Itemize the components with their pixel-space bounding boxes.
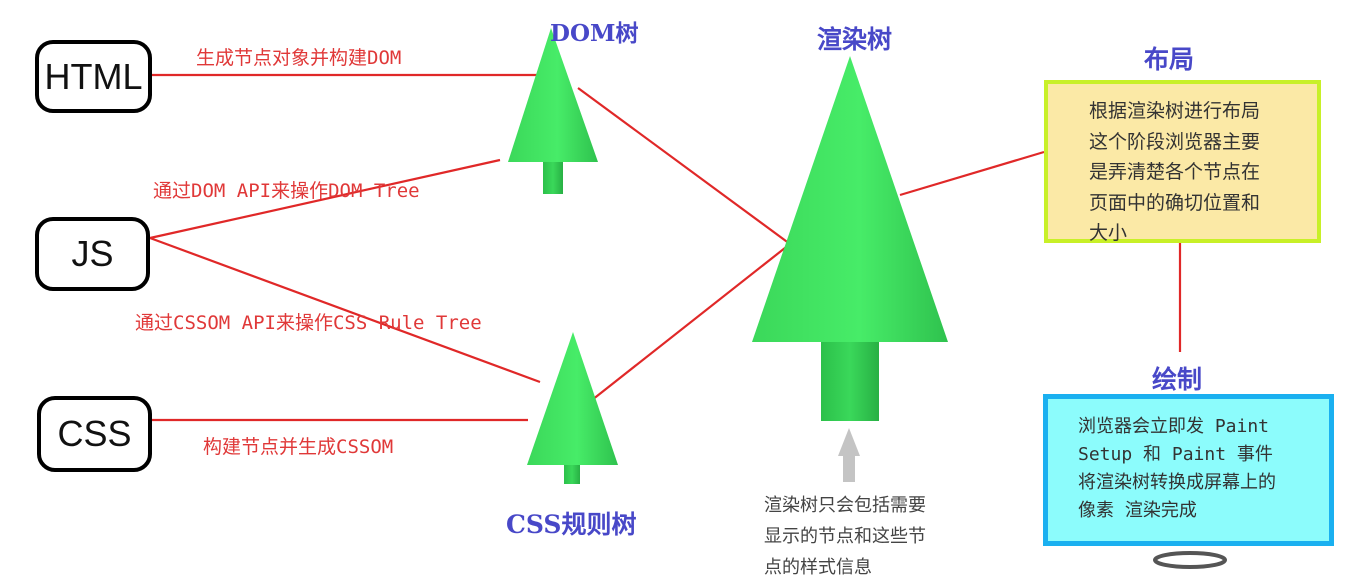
layout-title: 布局 — [1144, 45, 1195, 74]
paint-line: 浏览器会立即发 Paint — [1078, 416, 1270, 437]
render-note-line: 点的样式信息 — [764, 557, 872, 578]
js-source-box: JS — [35, 217, 150, 291]
up-arrow-icon — [838, 428, 860, 482]
html-source-box: HTML — [35, 40, 152, 113]
css-source-box: CSS — [37, 396, 152, 472]
dom-tree-title: DOM树 — [550, 20, 639, 47]
paint-box: 浏览器会立即发 Paint Setup 和 Paint 事件 将渲染树转换成屏幕… — [1043, 394, 1334, 546]
layout-line: 大小 — [1089, 222, 1128, 244]
paint-line: 像素 渲染完成 — [1078, 500, 1197, 521]
layout-line: 是弄清楚各个节点在 — [1089, 161, 1261, 183]
render-tree-icon — [752, 56, 948, 421]
css-source-label: CSS — [57, 413, 132, 454]
paint-line: 将渲染树转换成屏幕上的 — [1078, 472, 1276, 493]
js-source-label: JS — [71, 233, 114, 274]
paint-title: 绘制 — [1152, 365, 1203, 394]
html-to-dom-label: 生成节点对象并构建DOM — [196, 47, 402, 69]
edge-dom-render — [577, 87, 791, 245]
layout-box: 根据渲染树进行布局 这个阶段浏览器主要 是弄清楚各个节点在 页面中的确切位置和 … — [1044, 80, 1321, 244]
render-note-line: 渲染树只会包括需要 — [764, 495, 926, 516]
cssom-tree-title: CSS规则树 — [506, 510, 637, 539]
js-to-dom-label: 通过DOM API来操作DOM Tree — [153, 180, 420, 202]
edge-js-cssom — [149, 236, 541, 384]
edge-js-dom — [149, 158, 501, 240]
render-note-line: 显示的节点和这些节 — [764, 526, 926, 547]
js-to-cssom-label: 通过CSSOM API来操作CSS Rule Tree — [135, 312, 482, 334]
html-source-label: HTML — [44, 55, 143, 97]
layout-line: 这个阶段浏览器主要 — [1089, 130, 1261, 153]
render-tree-note: 渲染树只会包括需要 显示的节点和这些节 点的样式信息 — [764, 490, 926, 583]
disk-icon — [1153, 551, 1227, 569]
layout-line: 页面中的确切位置和 — [1089, 191, 1261, 214]
render-tree-title: 渲染树 — [817, 25, 893, 54]
css-to-cssom-label: 构建节点并生成CSSOM — [203, 436, 394, 458]
edge-cssom-render — [591, 243, 791, 401]
cssom-tree-icon — [527, 332, 618, 484]
edge-render-layout — [899, 150, 1045, 197]
paint-line: Setup 和 Paint 事件 — [1078, 444, 1273, 465]
dom-tree-icon — [508, 28, 598, 194]
layout-line: 根据渲染树进行布局 — [1089, 100, 1261, 122]
